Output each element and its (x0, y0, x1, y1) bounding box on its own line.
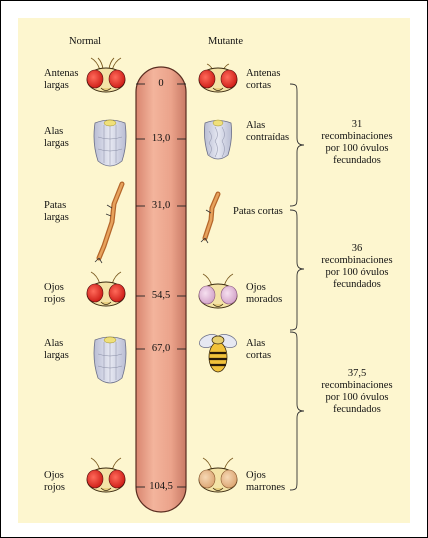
label-line: Ojos (44, 282, 64, 293)
label-line: Alas (44, 338, 64, 349)
recombination-line: fecundados (333, 279, 381, 290)
fly-head-icon (86, 57, 126, 93)
locus-position: 0 (158, 78, 164, 89)
recombination-line: fecundados (333, 404, 381, 415)
recombination-line: por 100 óvulos (325, 392, 389, 403)
long-leg-icon (94, 181, 125, 264)
fly-head-short-antenna-icon (198, 63, 238, 93)
label-line: Patas (44, 200, 67, 211)
fly-wing-icon (93, 119, 127, 167)
short-leg-icon (200, 191, 221, 244)
label-line: Ojos (246, 282, 266, 293)
label-line: Alas (246, 338, 266, 349)
fly-short-wing-icon (199, 334, 237, 373)
label-line: contraídas (246, 132, 290, 143)
brace-3 (289, 331, 305, 491)
fly-head-purple-eyes-icon (198, 273, 238, 309)
recombination-line: 37,5 (347, 368, 367, 379)
locus-position: 104,5 (149, 481, 173, 492)
brace-2 (289, 209, 305, 331)
label-line: Patas cortas (233, 206, 283, 217)
locus-position: 54,5 (151, 290, 171, 301)
fly-head-red-eyes-icon (86, 271, 126, 307)
recombination-line: recombinaciones (321, 131, 393, 142)
recombination-line: recombinaciones (321, 380, 393, 391)
label-line: Alas (44, 126, 64, 137)
label-line: morados (246, 294, 283, 305)
tick-marks (136, 83, 186, 488)
recombination-line: 31 (351, 119, 363, 130)
label-line: largas (44, 80, 69, 91)
fly-head-red-eyes-icon-2 (86, 457, 126, 493)
recombination-line: por 100 óvulos (325, 267, 389, 278)
label-line: largas (44, 138, 69, 149)
locus-position: 13,0 (151, 133, 171, 144)
label-line: largas (44, 212, 69, 223)
diagram-panel (18, 18, 410, 523)
header-normal: Normal (69, 36, 102, 47)
label-line: Ojos (246, 470, 266, 481)
locus-position: 31,0 (151, 200, 171, 211)
brace-1 (289, 83, 305, 207)
label-line: rojos (44, 294, 65, 305)
fly-wing-contracted-icon (204, 119, 232, 160)
fly-head-brown-eyes-icon (198, 457, 238, 493)
header-mutant: Mutante (208, 36, 243, 47)
fly-wing-icon-2 (93, 336, 127, 384)
label-line: marrones (246, 482, 286, 493)
label-line: Antenas (246, 68, 281, 79)
label-line: cortas (246, 80, 272, 91)
label-line: cortas (246, 350, 272, 361)
recombination-braces (289, 83, 305, 491)
mutant-trait-label: Patas cortas (233, 206, 313, 218)
label-line: Ojos (44, 470, 64, 481)
label-line: largas (44, 350, 69, 361)
recombination-line: por 100 óvulos (325, 143, 389, 154)
recombination-line: 36 (351, 243, 363, 254)
recombination-line: recombinaciones (321, 255, 393, 266)
label-line: Alas (246, 120, 266, 131)
locus-position: 67,0 (151, 343, 171, 354)
recombination-line: fecundados (333, 155, 381, 166)
chromosome-bar (135, 66, 187, 513)
label-line: Antenas (44, 68, 79, 79)
label-line: rojos (44, 482, 65, 493)
